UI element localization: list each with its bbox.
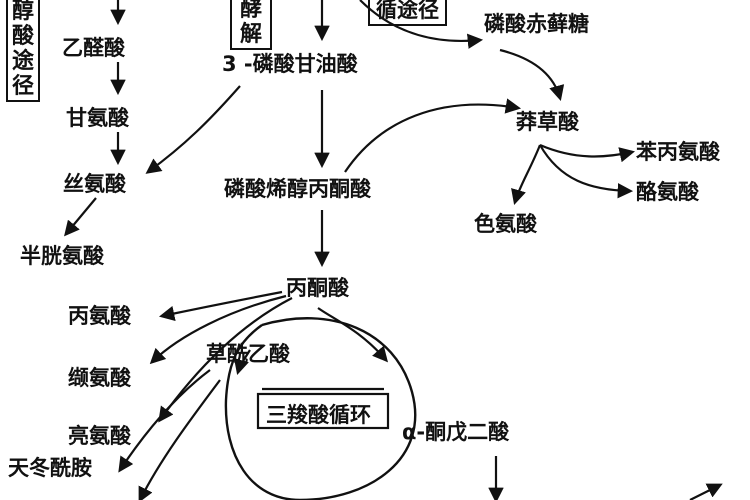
node-serine: 丝氨酸 [63,172,126,196]
node-asparagine: 天冬酰胺 [8,456,92,480]
node-pyruvate: 丙酮酸 [286,276,349,300]
arrow-pyruvate-into-cycle [317,307,389,363]
node-tyrosine: 酪氨酸 [636,180,699,204]
node-3pga: 3 -磷酸甘油酸 [222,52,358,76]
arrow-oxaloacetate-to-asparagine [118,369,211,473]
node-phenylalanine: 苯丙氨酸 [636,140,720,164]
node-oxaloacetate: 草酰乙酸 [206,342,290,366]
left-pathway-label: 醇酸途径 [6,0,40,102]
node-valine: 缬氨酸 [68,366,131,390]
arrow-shikimate-to-tyr [539,144,634,199]
tca-cycle-label: 三羧酸循环 [266,403,371,427]
arrow-top-to-e4p [359,0,484,49]
top-right-pathway-label: 循途径 [368,0,447,26]
arrow-pyruvate-to-valine [149,294,287,365]
node-glyoxylate: 乙醛酸 [62,36,125,60]
arrow-cycle-to-oxaloacetate [233,349,251,375]
tca-cycle-circle [224,317,417,500]
arrow-pyruvate-to-alanine [158,290,283,321]
node-cysteine: 半胱氨酸 [20,244,104,268]
top-center-pathway-label: 酵解 [230,0,272,50]
node-leucine: 亮氨酸 [68,424,131,448]
node-tryptophan: 色氨酸 [474,212,537,236]
node-e4p: 磷酸赤藓糖 [484,12,589,36]
arrow-serine-to-cysteine [64,197,97,237]
arrow-e4p-to-shikimate [499,48,565,101]
node-glycine: 甘氨酸 [66,106,129,130]
tca-label-box [256,392,390,430]
arrow-oxaloacetate-to-bottom [138,379,221,500]
arrow-shikimate-to-phe [539,143,636,163]
node-pep: 磷酸烯醇丙酮酸 [224,177,371,201]
node-alpha-ketoglutarate: α-酮戊二酸 [402,420,510,444]
arrow-pga-to-serine [145,85,241,174]
arrow-shikimate-to-trp [511,144,542,205]
node-alanine: 丙氨酸 [68,304,131,328]
arrow-corner-bottom-right [689,483,723,500]
arrow-pep-to-shikimate [344,98,522,173]
node-shikimate: 莽草酸 [516,110,579,134]
